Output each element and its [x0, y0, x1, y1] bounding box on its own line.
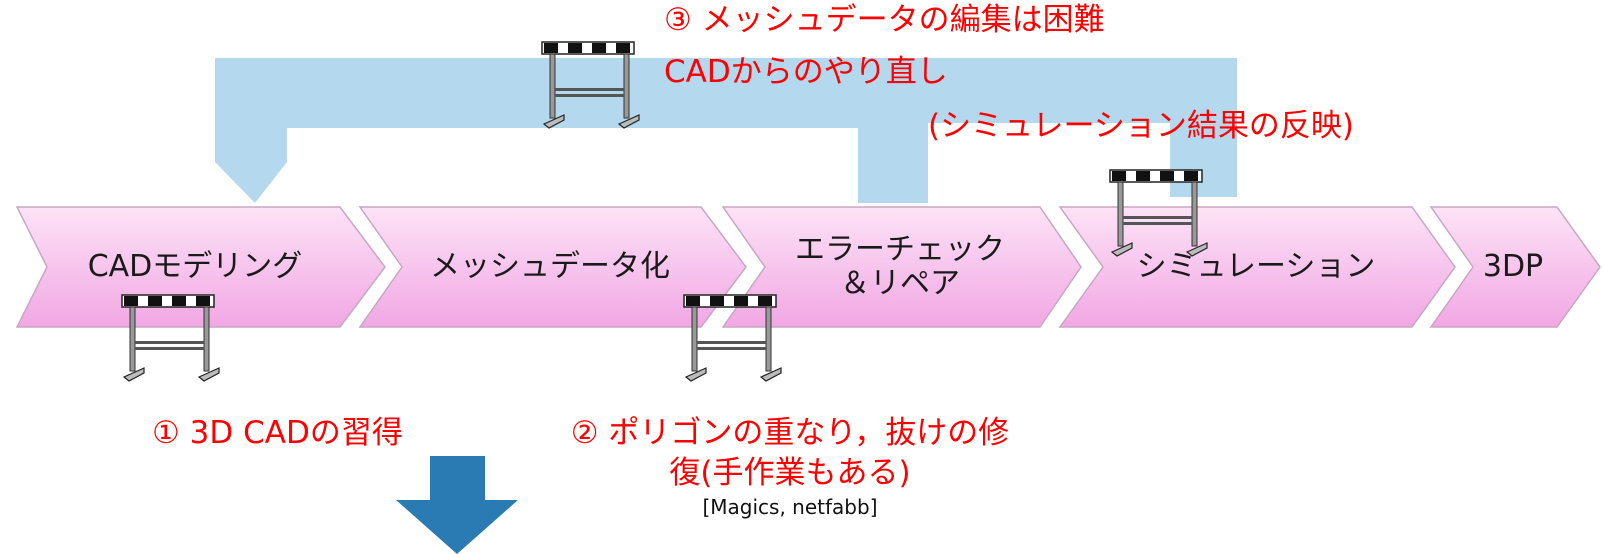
down-arrow-icon — [396, 456, 518, 554]
feedback-loop-arrow — [215, 58, 1237, 203]
step-chevron-cad — [15, 206, 386, 328]
step-simulation: シミュレーション — [1136, 249, 1376, 284]
hurdle-cad-icon — [121, 294, 220, 382]
annotation-edit-line2: CADからのやり直し — [664, 54, 948, 90]
step-chevron-3dp — [1429, 206, 1601, 328]
step-mesh-conversion: メッシュデータ化 — [430, 249, 670, 284]
annotation-edit-line1: ③ メッシュデータの編集は困難 — [664, 2, 1105, 38]
annotation-repair-line1: ② ポリゴンの重なり，抜けの修 — [570, 415, 1010, 451]
step-cad-modeling: CADモデリング — [87, 249, 303, 284]
hurdle-repair-icon — [683, 294, 782, 382]
step-chevron-repair — [721, 206, 1082, 328]
hurdle-mesh-edit-icon — [541, 41, 640, 129]
step-3dp: 3DP — [1482, 249, 1544, 284]
step-error-check-repair: エラーチェック ＆リペア — [795, 232, 1005, 301]
annotation-edit-line3: (シミュレーション結果の反映) — [928, 108, 1354, 144]
process-steps — [15, 206, 1601, 328]
annotation-cad-learning: ① 3D CADの習得 — [152, 415, 403, 451]
step-chevron-simulation — [1058, 206, 1456, 328]
step-chevron-mesh — [358, 206, 747, 328]
annotation-repair-line2: 復(手作業もある) — [669, 455, 911, 491]
hurdle-simulation-icon — [1109, 169, 1208, 257]
annotation-tools: [Magics, netfabb] — [702, 495, 878, 519]
